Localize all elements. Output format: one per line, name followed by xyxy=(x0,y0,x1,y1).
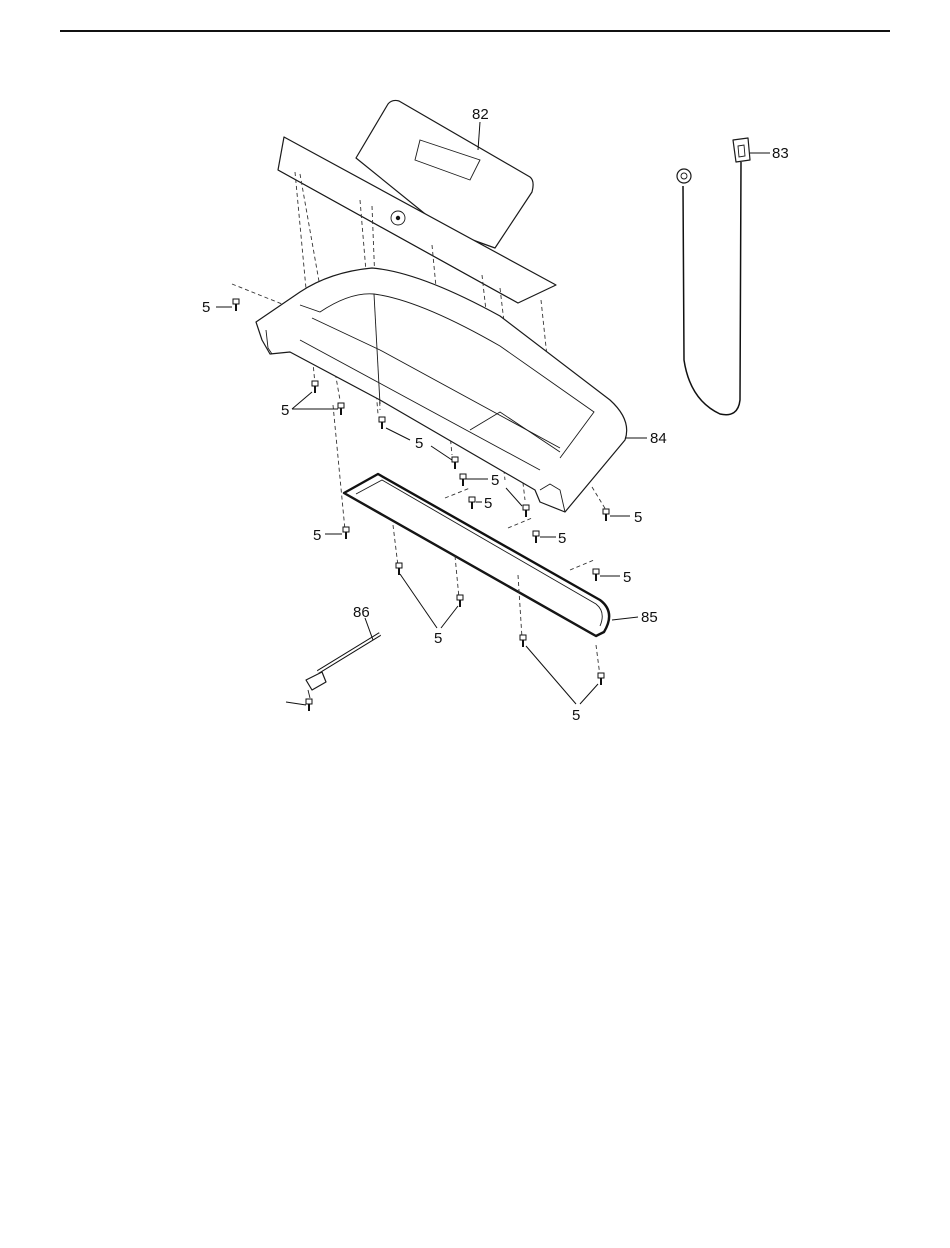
screw xyxy=(520,635,526,647)
screw xyxy=(343,527,349,539)
callout-86: 86 xyxy=(353,604,370,621)
callout-5: 5 xyxy=(634,509,642,526)
callout-5: 5 xyxy=(558,530,566,547)
callout-5: 5 xyxy=(572,707,580,724)
screw xyxy=(452,457,458,469)
callout-84: 84 xyxy=(650,430,667,447)
screw xyxy=(379,417,385,429)
screw xyxy=(460,474,466,486)
screw xyxy=(533,531,539,543)
callout-5: 5 xyxy=(484,495,492,512)
screw xyxy=(593,569,599,581)
callout-5: 5 xyxy=(623,569,631,586)
callout-5: 5 xyxy=(491,472,499,489)
screw xyxy=(306,699,312,711)
part-84-hood-frame xyxy=(256,268,627,512)
screw xyxy=(469,497,475,509)
screw xyxy=(396,563,402,575)
screw xyxy=(457,595,463,607)
screw xyxy=(312,381,318,393)
part-83-safety-key xyxy=(677,138,750,415)
callout-5: 5 xyxy=(415,435,423,452)
callout-85: 85 xyxy=(641,609,658,626)
callout-5: 5 xyxy=(434,630,442,647)
screw xyxy=(338,403,344,415)
callout-5: 5 xyxy=(281,402,289,419)
screw xyxy=(603,509,609,521)
callout-82: 82 xyxy=(472,106,489,123)
part-86-wire-harness xyxy=(306,634,380,698)
part-82-console-cover xyxy=(278,100,556,303)
callout-5: 5 xyxy=(202,299,210,316)
callout-83: 83 xyxy=(772,145,789,162)
screw xyxy=(523,505,529,517)
screw xyxy=(233,299,239,311)
callout-5: 5 xyxy=(313,527,321,544)
screw xyxy=(598,673,604,685)
